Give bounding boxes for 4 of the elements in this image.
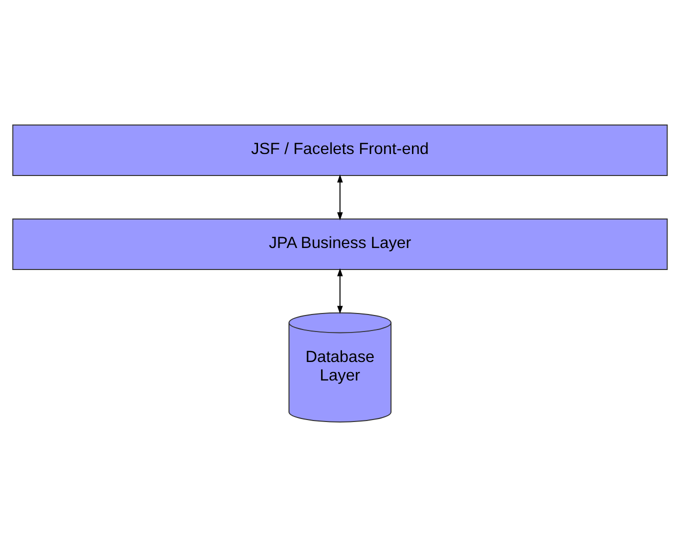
node-box: JPA Business Layer — [12, 218, 668, 270]
node-box: JSF / Facelets Front-end — [12, 124, 668, 176]
arrow — [337, 174, 343, 220]
arrow — [337, 268, 343, 314]
